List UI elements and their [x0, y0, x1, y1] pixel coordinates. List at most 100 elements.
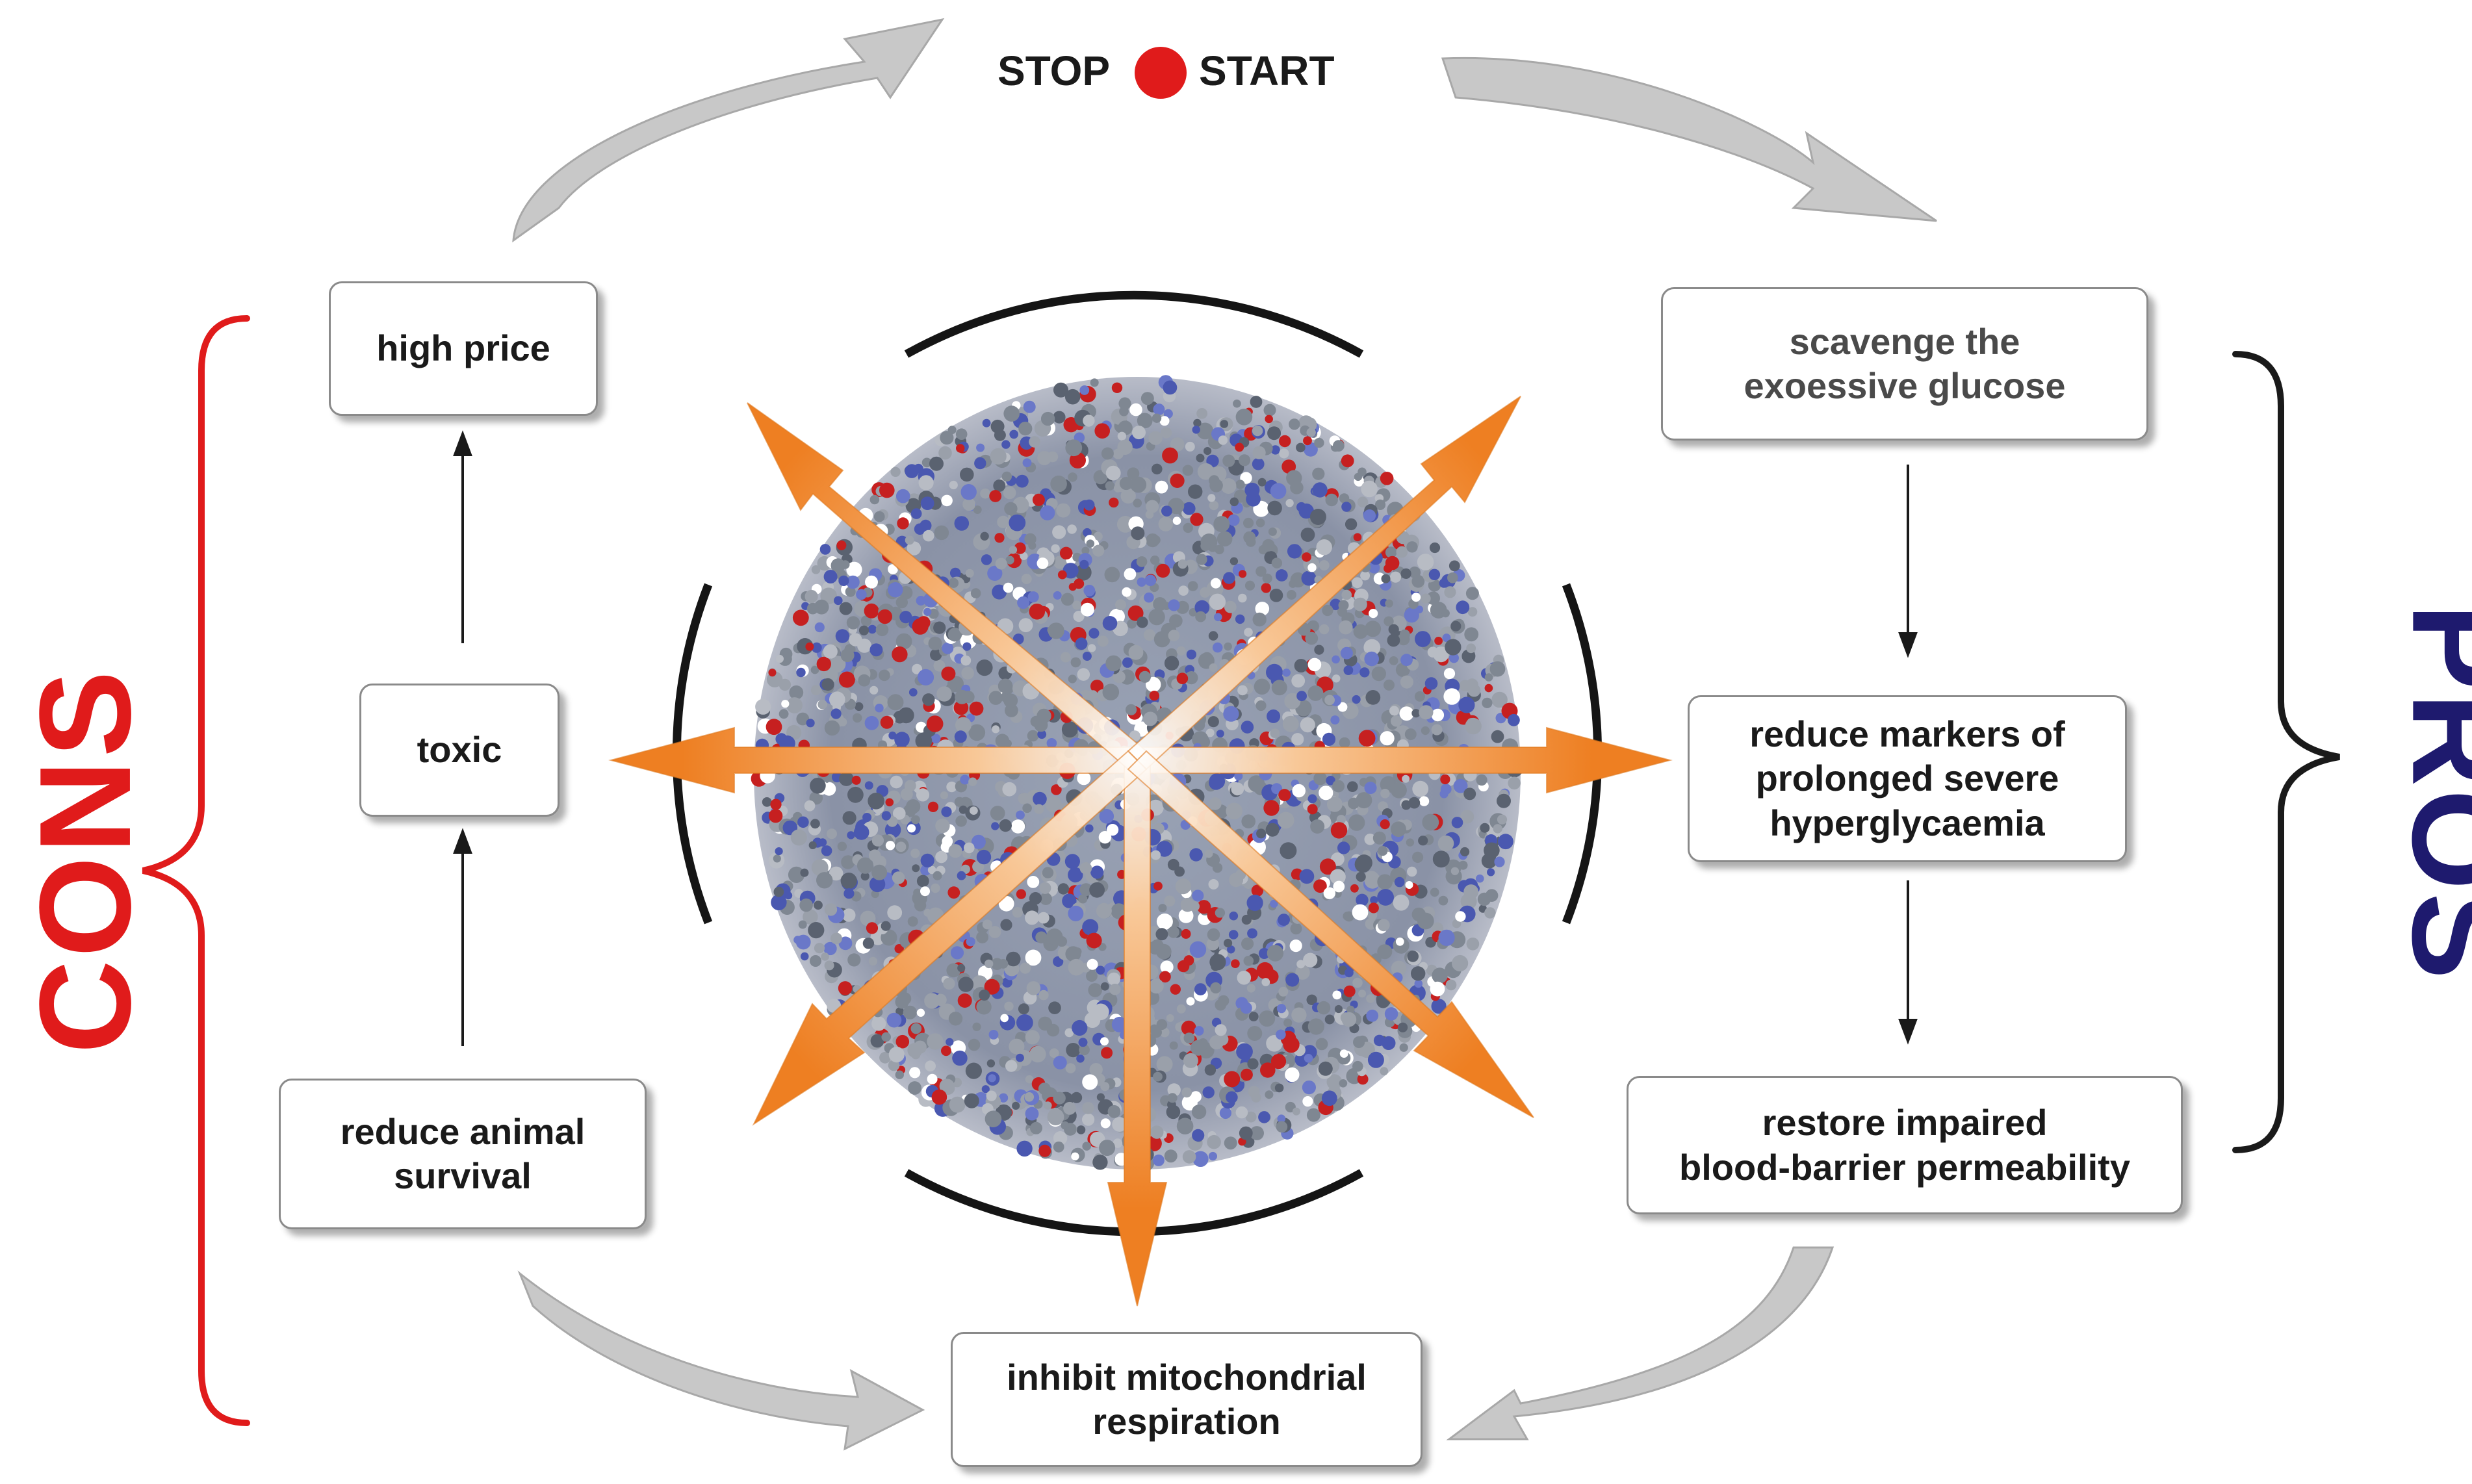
atom [1263, 403, 1276, 416]
connector-arrows [453, 430, 1918, 1046]
atom [933, 659, 946, 672]
atom [1353, 597, 1367, 611]
atom [1381, 574, 1391, 583]
atom [1370, 896, 1378, 904]
atom [1279, 448, 1289, 459]
atom [1296, 442, 1306, 453]
atom [1153, 597, 1167, 611]
atom [1038, 1144, 1051, 1157]
atom [1208, 631, 1218, 641]
reduce-markers-line-1: reduce markers of [1749, 713, 2065, 755]
atom [1105, 465, 1121, 481]
atom [1309, 509, 1326, 525]
atom [1194, 1026, 1204, 1036]
atom [1455, 911, 1466, 922]
atom [1282, 715, 1299, 732]
atom [1363, 509, 1376, 522]
atom [1092, 544, 1105, 557]
atom [1137, 577, 1146, 587]
atom [1075, 564, 1092, 581]
atom [1350, 884, 1359, 893]
atom [1418, 836, 1428, 846]
atom [1296, 960, 1306, 969]
atom [773, 886, 784, 897]
atom [1009, 514, 1026, 531]
atom [1238, 454, 1251, 467]
atom [1291, 674, 1306, 688]
atom [974, 457, 986, 470]
atom [1267, 500, 1282, 516]
atom [868, 849, 881, 862]
atom [1237, 971, 1252, 985]
atom [1465, 717, 1482, 735]
atom [940, 791, 948, 800]
atom [1004, 1001, 1014, 1012]
atom [1256, 962, 1274, 979]
atom [1208, 1151, 1217, 1161]
atom [1204, 1064, 1217, 1076]
atom [1064, 854, 1080, 869]
atom [1352, 1060, 1363, 1072]
atom [845, 586, 856, 597]
atom [927, 1033, 944, 1050]
atom [1444, 586, 1456, 598]
atom [1424, 677, 1438, 690]
atom [895, 489, 910, 504]
atom [1243, 956, 1254, 966]
atom [1258, 948, 1270, 959]
atom [912, 864, 920, 873]
atom [1314, 437, 1324, 448]
atom [1176, 1118, 1194, 1134]
atom [838, 575, 849, 587]
atom [786, 697, 803, 713]
atom [1389, 706, 1399, 716]
atom [993, 480, 1006, 492]
atom [1407, 866, 1417, 877]
atom [1195, 611, 1206, 622]
atom [1196, 408, 1207, 419]
atom [1160, 960, 1174, 974]
atom [1307, 794, 1317, 804]
atom [1476, 774, 1487, 786]
atom [1036, 557, 1049, 569]
pros-brace [2232, 351, 2340, 1153]
atom [941, 494, 953, 507]
atom [1156, 1056, 1173, 1073]
atom [1077, 668, 1090, 681]
high-price-text: high price [376, 327, 550, 369]
atom [988, 926, 1001, 938]
atom [1213, 516, 1230, 533]
atom [1082, 1074, 1098, 1090]
atom [1053, 1141, 1064, 1153]
atom [1310, 819, 1325, 834]
atom [1491, 691, 1508, 708]
atom [976, 931, 988, 943]
atom [1463, 787, 1476, 800]
atom [917, 669, 934, 685]
atom [1033, 791, 1047, 806]
atom [1427, 646, 1439, 658]
atom [1467, 684, 1481, 697]
atom [1086, 970, 1098, 982]
atom [1275, 569, 1288, 582]
atom [1393, 894, 1410, 911]
atom [1326, 1074, 1343, 1090]
atom [922, 693, 935, 706]
atom [1341, 454, 1354, 468]
atom [1353, 1036, 1365, 1049]
atom [1332, 655, 1340, 664]
atom [1166, 1014, 1174, 1022]
atom [1399, 1043, 1408, 1052]
atom [905, 535, 914, 545]
atom [1357, 496, 1369, 507]
atom [888, 1047, 905, 1063]
atom [853, 713, 862, 723]
atom [1238, 593, 1247, 603]
atom [1210, 982, 1222, 993]
atom [1318, 1061, 1333, 1076]
atom [946, 1038, 954, 1046]
atom [1086, 932, 1102, 949]
atom [1484, 684, 1493, 693]
atom [990, 419, 1005, 433]
atom [1029, 892, 1042, 905]
